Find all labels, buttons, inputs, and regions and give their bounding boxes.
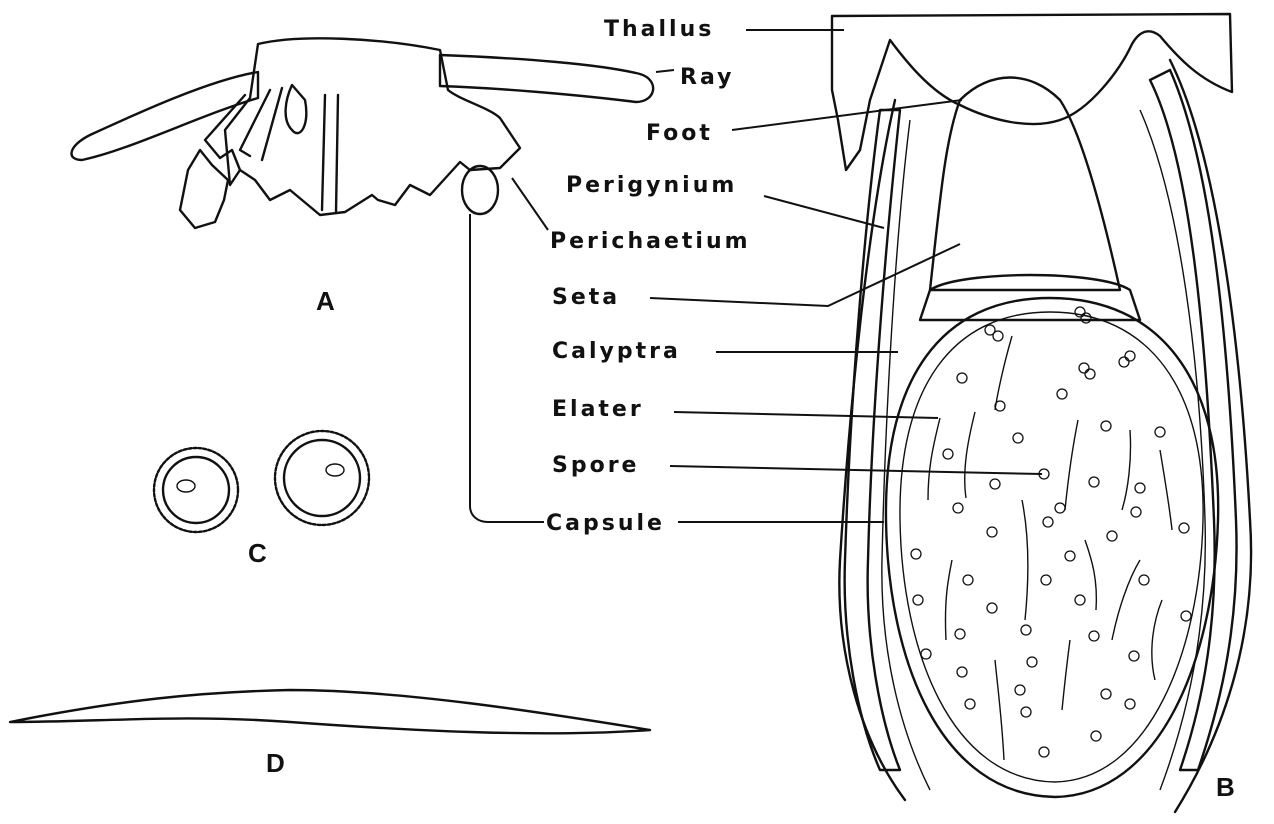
label-thallus: Thallus <box>604 17 714 42</box>
panel-a-drawing <box>72 38 654 228</box>
label-ray: Ray <box>680 65 734 90</box>
panel-d-drawing <box>10 690 650 733</box>
leader-perigynium <box>764 196 884 228</box>
label-calyptra: Calyptra <box>552 339 681 364</box>
leader-perichaetium <box>512 178 548 230</box>
label-elater: Elater <box>552 397 644 422</box>
panel-b-drawing <box>832 14 1251 812</box>
label-capsule: Capsule <box>546 511 665 536</box>
panel-c-drawing <box>154 431 369 532</box>
panel-a-label: A <box>316 286 335 316</box>
label-spore: Spore <box>552 453 639 478</box>
label-perichaetium: Perichaetium <box>550 229 751 254</box>
label-perigynium: Perigynium <box>566 173 737 198</box>
label-foot: Foot <box>646 121 713 146</box>
leader-spore <box>670 466 1042 474</box>
leader-ray <box>656 70 674 72</box>
panel-d-label: D <box>266 748 285 778</box>
label-seta: Seta <box>552 285 620 310</box>
leader-capsule-a <box>470 214 544 522</box>
panel-c-label: C <box>248 538 267 568</box>
leader-foot <box>732 100 962 130</box>
panel-b-label: B <box>1216 772 1235 802</box>
